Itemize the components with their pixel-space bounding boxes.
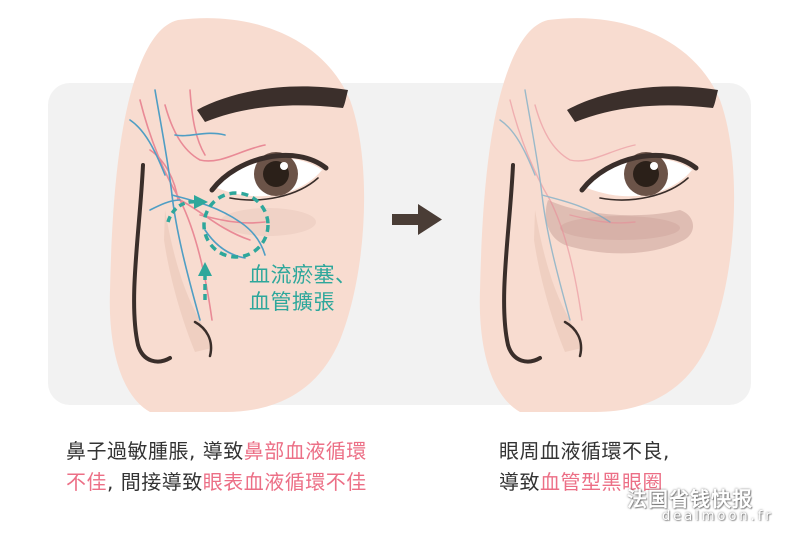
caption-right-line2-highlight: 血管型黑眼圈 bbox=[540, 470, 663, 494]
nostril-right bbox=[563, 320, 583, 358]
nose-outline-right bbox=[502, 163, 542, 364]
face-right bbox=[479, 18, 735, 413]
caption-left-line2: 不佳, 間接導致眼表血液循環不佳 bbox=[66, 467, 367, 498]
watermark-cn: 法国省钱快报 bbox=[627, 487, 753, 511]
dark-circle-core-right bbox=[560, 216, 680, 240]
flow-arrowhead-right-icon bbox=[194, 195, 208, 209]
face-left bbox=[109, 18, 365, 413]
caption-left-line1-text: 鼻子過敏腫脹, 導致 bbox=[66, 439, 244, 463]
caption-right-line1: 眼周血液循環不良, bbox=[499, 436, 670, 467]
eyebrow-left bbox=[197, 86, 348, 122]
caption-left-line2-highlight2: 眼表血液循環不佳 bbox=[202, 470, 367, 494]
congestion-label-line2: 血管擴張 bbox=[249, 290, 335, 314]
caption-left: 鼻子過敏腫脹, 導致鼻部血液循環 不佳, 間接導致眼表血液循環不佳 bbox=[66, 436, 367, 498]
eye-glint-right bbox=[650, 162, 658, 170]
nose-outline-left bbox=[132, 163, 172, 364]
caption-left-line2-highlight1: 不佳 bbox=[66, 470, 107, 494]
flow-arrow-curve-icon bbox=[166, 199, 199, 223]
nose-shadow-left bbox=[164, 210, 212, 352]
caption-left-line2-text: , 間接導致 bbox=[107, 470, 203, 494]
veins-faded-right bbox=[499, 89, 636, 321]
eye-glint-left bbox=[280, 162, 288, 170]
right-arrow-icon bbox=[392, 204, 442, 235]
nose-shadow-right bbox=[534, 210, 582, 352]
caption-right-line2-text: 導致 bbox=[499, 470, 540, 494]
caption-right: 眼周血液循環不良, 導致血管型黑眼圈 bbox=[499, 436, 670, 498]
lower-lid-right bbox=[599, 177, 689, 201]
upper-lid-right bbox=[579, 152, 699, 193]
nostril-left bbox=[193, 320, 213, 358]
congestion-circle bbox=[202, 191, 270, 259]
upper-lid-left bbox=[209, 152, 329, 193]
watermark-en: dealmoon.fr bbox=[662, 509, 774, 524]
veins-blue-left bbox=[129, 89, 266, 321]
caption-left-line1: 鼻子過敏腫脹, 導致鼻部血液循環 bbox=[66, 436, 367, 467]
lower-lid-left bbox=[229, 177, 319, 201]
caption-left-line1-highlight: 鼻部血液循環 bbox=[243, 439, 367, 463]
flow-arrowhead-up-icon bbox=[198, 262, 212, 276]
congestion-label-line1: 血流瘀塞、 bbox=[249, 263, 357, 287]
eyebrow-right bbox=[567, 86, 718, 122]
caption-right-line1-text: 眼周血液循環不良, bbox=[499, 439, 670, 463]
caption-right-line2: 導致血管型黑眼圈 bbox=[499, 467, 670, 498]
